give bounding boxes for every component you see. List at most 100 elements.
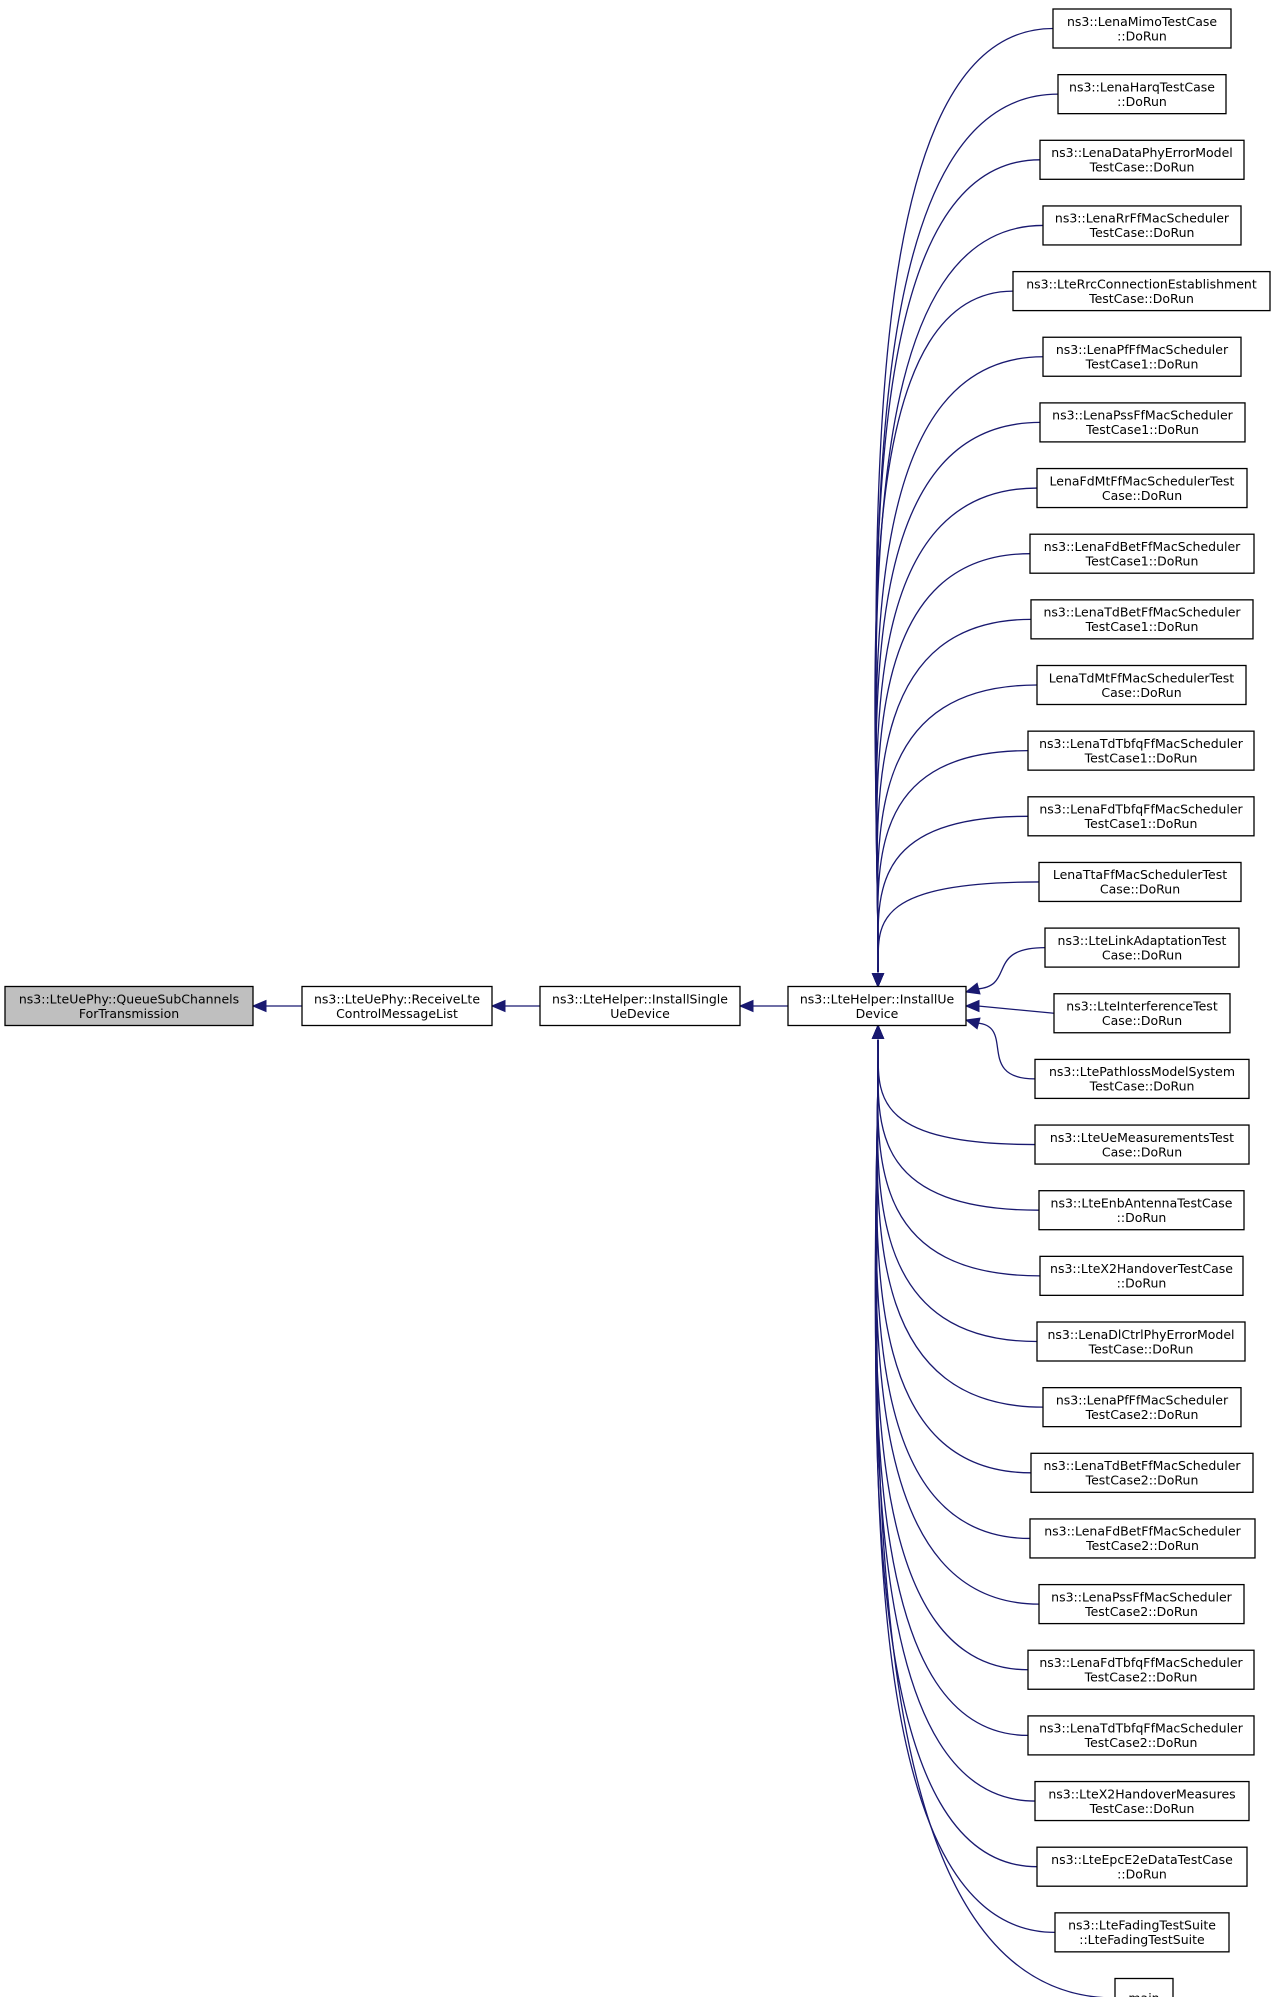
caller-node-ns3-ltefadingtestsuite-ltefadingtestsuite[interactable]: ns3::LteFadingTestSuite::LteFadingTestSu… [1054,1912,1230,1953]
node-label-line: ForTransmission [79,1006,179,1021]
node-label-line: TestCase1::DoRun [1085,357,1199,372]
node-label-line: LenaTtaFfMacSchedulerTest [1053,867,1227,882]
node-label-line: Case::DoRun [1102,1144,1182,1159]
node-label-line: TestCase2::DoRun [1084,1604,1198,1619]
caller-node-ns3-lenatdbetffmacschedulertestcase1-dorun[interactable]: ns3::LenaTdBetFfMacSchedulerTestCase1::D… [1030,599,1254,640]
node-box [1029,533,1255,574]
caller-node-ns3-lteenbantennatestcase-dorun[interactable]: ns3::LteEnbAntennaTestCase::DoRun [1038,1190,1245,1231]
node-label-line: TestCase2::DoRun [1085,1538,1199,1553]
caller-node-ns3-lenapfffmacschedulertestcase2-dorun[interactable]: ns3::LenaPfFfMacSchedulerTestCase2::DoRu… [1042,1387,1242,1428]
node-box [1054,1912,1230,1953]
caller-node-main[interactable]: main [1114,1977,1174,1997]
call-edge-caller-21 [876,1039,1044,1408]
node-label-line: Case::DoRun [1102,947,1182,962]
node-label-line: ns3::LenaFdTbfqFfMacScheduler [1039,802,1243,817]
node-box [1036,467,1248,509]
node-label-line: TestCase2::DoRun [1085,1407,1199,1422]
caller-node-ns3-lenamimotestcase-dorun[interactable]: ns3::LenaMimoTestCase::DoRun [1052,8,1232,49]
node-label-line: ns3::LtePathlossModelSystem [1049,1064,1235,1079]
root-node-ns3-lteuephy-queuesubchannelsfortransmission[interactable]: ns3::LteUePhy::QueueSubChannelsForTransm… [4,985,254,1027]
node-label-line: LenaTdMtFfMacSchedulerTest [1049,670,1234,685]
node-label-line: ns3::LenaTdBetFfMacScheduler [1043,605,1241,620]
call-edge-caller-25 [874,1039,1029,1671]
node-box [1039,1255,1244,1296]
node-label-line: ns3::LteHelper::InstallUe [800,991,955,1006]
node-ns3-lteuephy-receiveltecontrolmessagelist[interactable]: ns3::LteUePhy::ReceiveLteControlMessageL… [301,985,493,1027]
node-label-line: ::LteFadingTestSuite [1079,1932,1205,1947]
node-label-line: ::DoRun [1117,1210,1167,1225]
node-label-line: TestCase::DoRun [1088,1341,1194,1356]
caller-node-ns3-lenapssffmacschedulertestcase2-dorun[interactable]: ns3::LenaPssFfMacSchedulerTestCase2::DoR… [1038,1583,1245,1625]
call-edge-caller-16 [976,1022,1036,1080]
call-edge-caller-29 [875,1039,1056,1933]
caller-node-ns3-lenatdbetffmacschedulertestcase2-dorun[interactable]: ns3::LenaTdBetFfMacSchedulerTestCase2::D… [1030,1452,1254,1493]
caller-node-ns3-ltex2handovermeasurestestcase-dorun[interactable]: ns3::LteX2HandoverMeasuresTestCase::DoRu… [1034,1780,1250,1822]
node-box [787,985,967,1027]
node-box [1030,599,1254,640]
caller-node-ns3-ltepathlossmodelsystemtestcase-dorun[interactable]: ns3::LtePathlossModelSystemTestCase::DoR… [1034,1058,1250,1100]
caller-node-ns3-lteepce2edatatestcase-dorun[interactable]: ns3::LteEpcE2eDataTestCase::DoRun [1036,1846,1248,1887]
caller-node-ns3-ltex2handovertestcase-dorun[interactable]: ns3::LteX2HandoverTestCase::DoRun [1039,1255,1244,1296]
node-label-line: ::DoRun [1117,94,1167,109]
call-edge-caller-30 [876,1039,1109,1997]
node-box [1114,1977,1174,1997]
arrowhead-install-ue [738,999,754,1013]
caller-node-ns3-lenapfffmacschedulertestcase1-dorun[interactable]: ns3::LenaPfFfMacSchedulerTestCase1::DoRu… [1042,336,1242,377]
arrowhead-install-single [490,999,506,1013]
node-label-line: ns3::LteHelper::InstallSingle [552,991,728,1006]
edges-layer [251,27,1109,1997]
node-box [1042,336,1242,377]
node-label-line: ns3::LteUeMeasurementsTest [1050,1130,1234,1145]
caller-node-ns3-lenapssffmacschedulertestcase1-dorun[interactable]: ns3::LenaPssFfMacSchedulerTestCase1::DoR… [1039,402,1246,443]
node-box [1052,8,1232,49]
call-edge-caller-4 [874,290,1014,973]
call-edge-caller-6 [875,421,1041,973]
caller-node-ns3-lenatdtbfqffmacschedulertestcase1-dorun[interactable]: ns3::LenaTdTbfqFfMacSchedulerTestCase1::… [1027,730,1255,771]
caller-node-ns3-lenafdbetffmacschedulertestcase1-dorun[interactable]: ns3::LenaFdBetFfMacSchedulerTestCase1::D… [1029,533,1255,574]
node-box [539,985,741,1027]
node-box [1039,139,1245,180]
caller-node-ns3-lenafdbetffmacschedulertestcase2-dorun[interactable]: ns3::LenaFdBetFfMacSchedulerTestCase2::D… [1029,1518,1256,1559]
node-box [1029,1518,1256,1559]
node-label-line: ns3::LenaPssFfMacScheduler [1052,408,1234,423]
caller-node-ns3-lenafdtbfqffmacschedulertestcase2-dorun[interactable]: ns3::LenaFdTbfqFfMacSchedulerTestCase2::… [1027,1649,1255,1690]
call-edge-caller-5 [875,356,1044,973]
node-label-line: ns3::LenaDataPhyErrorModel [1051,145,1233,160]
call-edge-caller-12 [877,815,1029,973]
node-label-line: ns3::LteUePhy::ReceiveLte [314,991,480,1006]
node-label-line: LenaFdMtFfMacSchedulerTest [1050,473,1235,488]
node-box [1030,1452,1254,1493]
node-label-line: Device [856,1006,899,1021]
call-edge-caller-22 [875,1039,1032,1474]
node-label-line: ns3::LteEnbAntennaTestCase [1051,1195,1233,1210]
call-edge-caller-10 [876,684,1038,973]
node-label-line: ns3::LenaFdTbfqFfMacScheduler [1039,1655,1243,1670]
node-label-line: ns3::LteInterferenceTest [1066,999,1218,1014]
node-box [1038,1190,1245,1231]
caller-node-ns3-lenadlctrlphyerrormodeltestcase-dorun[interactable]: ns3::LenaDlCtrlPhyErrorModelTestCase::Do… [1036,1321,1246,1362]
caller-node-ns3-lterrcconnectionestablishmenttestcase-dorun[interactable]: ns3::LteRrcConnectionEstablishmentTestCa… [1012,270,1271,312]
caller-node-ns3-lenafdtbfqffmacschedulertestcase1-dorun[interactable]: ns3::LenaFdTbfqFfMacSchedulerTestCase1::… [1027,796,1255,837]
node-label-line: ns3::LenaDlCtrlPhyErrorModel [1047,1327,1234,1342]
call-edge-caller-24 [874,1039,1040,1605]
caller-node-ns3-lenatdtbfqffmacschedulertestcase2-dorun[interactable]: ns3::LenaTdTbfqFfMacSchedulerTestCase2::… [1027,1715,1255,1756]
node-label-line: TestCase::DoRun [1089,1801,1195,1816]
caller-node-ns3-lenadataphyerrormodeltestcase-dorun[interactable]: ns3::LenaDataPhyErrorModelTestCase::DoRu… [1039,139,1245,180]
node-label-line: ns3::LenaPssFfMacScheduler [1051,1589,1233,1604]
node-box [1027,1649,1255,1690]
node-label-line: ns3::LteRrcConnectionEstablishment [1026,276,1257,291]
node-label-line: TestCase2::DoRun [1085,1473,1199,1488]
node-label-line: UeDevice [610,1006,670,1021]
node-label-line: TestCase::DoRun [1089,225,1195,240]
caller-node-ns3-lenaharqtestcase-dorun[interactable]: ns3::LenaHarqTestCase::DoRun [1057,74,1227,115]
